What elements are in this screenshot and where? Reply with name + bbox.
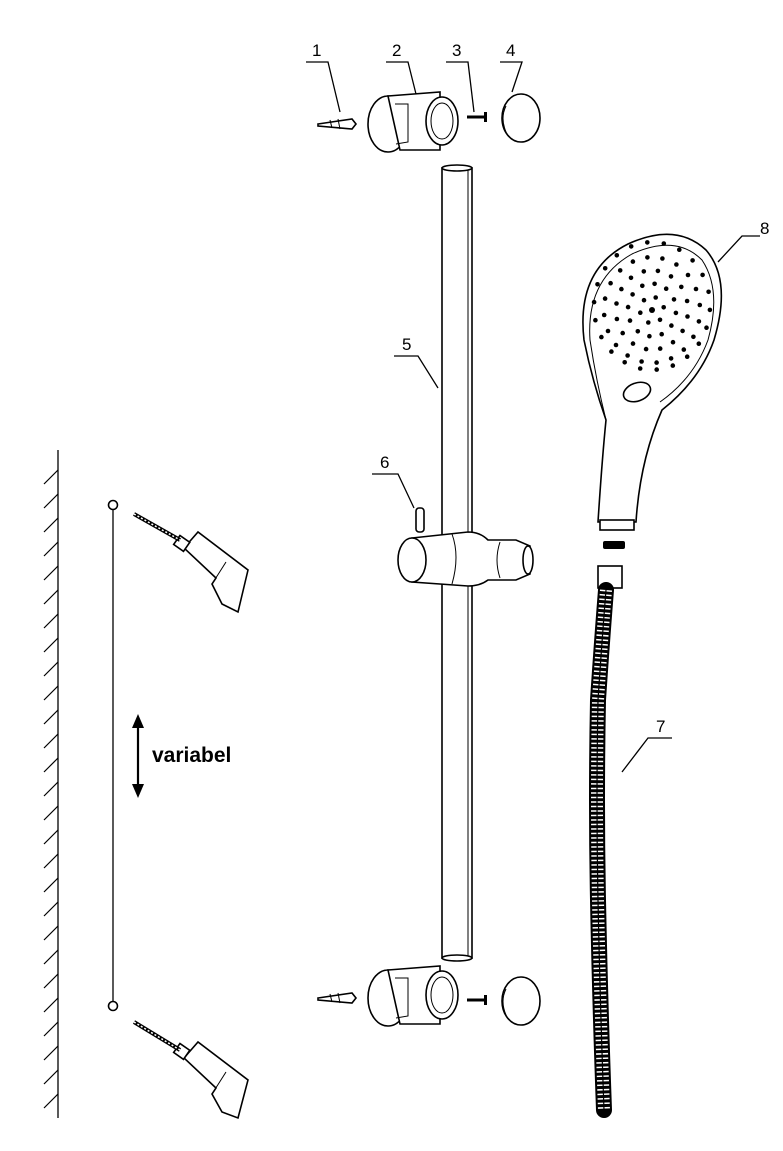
shower-hose bbox=[589, 565, 623, 1118]
screw-bottom bbox=[467, 995, 487, 1005]
bracket-holder-bottom bbox=[367, 965, 459, 1027]
mounting-distance-indicator bbox=[107, 499, 119, 1012]
label-part-7: 7 bbox=[656, 717, 665, 736]
label-part-6: 6 bbox=[380, 453, 389, 472]
rail-slider bbox=[397, 507, 534, 587]
hose-washer bbox=[603, 541, 625, 549]
label-part-1: 1 bbox=[312, 41, 321, 60]
spray-nozzles bbox=[591, 240, 713, 372]
wall-hatching bbox=[43, 469, 59, 1109]
label-part-3: 3 bbox=[452, 41, 461, 60]
double-arrow-icon bbox=[132, 714, 144, 798]
wall-plug-bottom bbox=[317, 992, 358, 1004]
cover-cap-top bbox=[501, 93, 541, 143]
wall-plug-top bbox=[317, 118, 358, 130]
label-part-4: 4 bbox=[506, 41, 515, 60]
callout-lines bbox=[306, 61, 760, 773]
bracket-holder-top bbox=[367, 91, 459, 153]
label-part-8: 8 bbox=[760, 219, 769, 238]
label-part-5: 5 bbox=[402, 335, 411, 354]
hand-shower bbox=[582, 233, 723, 531]
wall-bracket-side-top bbox=[133, 512, 249, 614]
wall-bracket-side-bottom bbox=[132, 1020, 249, 1120]
label-part-2: 2 bbox=[392, 41, 401, 60]
variable-distance-label: variabel bbox=[152, 744, 231, 767]
cover-cap-bottom bbox=[501, 976, 541, 1026]
screw-top bbox=[467, 112, 487, 122]
wall bbox=[43, 450, 59, 1118]
